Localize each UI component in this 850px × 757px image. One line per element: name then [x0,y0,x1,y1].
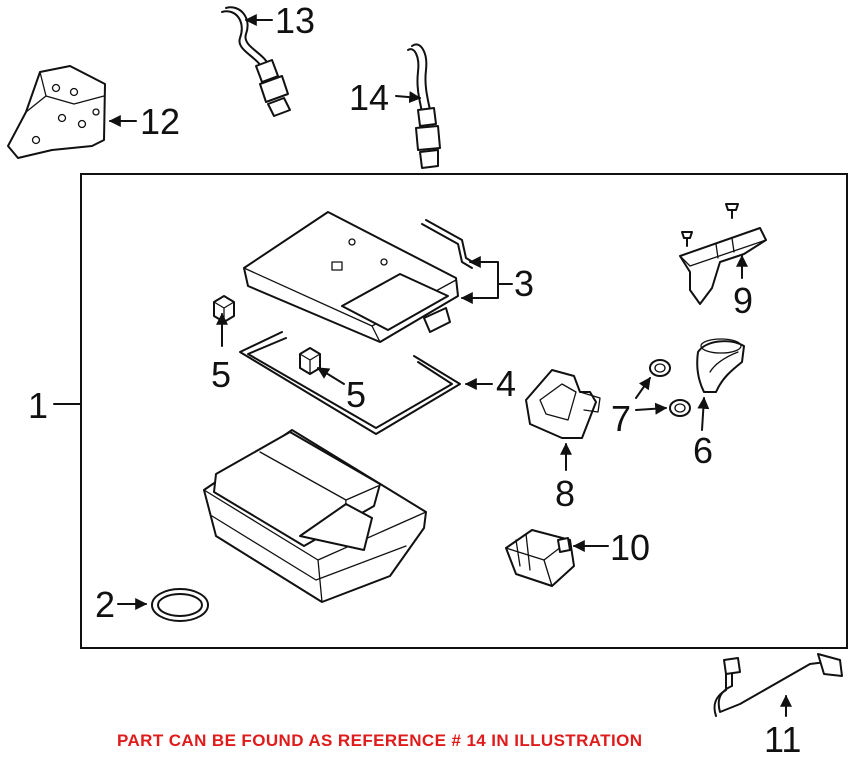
callout-3: 3 [514,263,534,304]
part-4-gasket [239,331,461,435]
part-3-cover [243,211,477,343]
callout-8: 8 [555,473,575,514]
part-6-hose [696,338,745,393]
callout-1: 1 [28,385,48,426]
leader-lines [53,14,792,717]
part-5a-clip [213,295,235,323]
part-5b-clip [299,347,321,375]
assembly-frame [80,173,848,649]
callout-5a: 5 [211,354,231,395]
part-7-clamps [649,359,691,417]
part-8-valve [525,369,601,439]
part-14-sensor [407,43,441,169]
part-12-bracket [7,65,106,159]
part-11-pipe [713,653,843,717]
callout-13: 13 [275,0,315,41]
callout-6: 6 [693,430,713,471]
callout-12: 12 [140,101,180,142]
callout-11: 11 [764,719,801,757]
part-13-sensor [221,6,291,117]
callout-7: 7 [611,398,631,439]
part-10-module [505,529,575,587]
callout-14: 14 [349,77,389,118]
part-1-housing [203,429,427,603]
callout-9: 9 [733,280,753,321]
part-2-ring [151,588,209,622]
part-9-bracket [679,203,767,305]
callout-2: 2 [95,584,115,625]
callout-10: 10 [610,527,650,568]
callout-5b: 5 [346,374,366,415]
callout-4: 4 [496,363,516,404]
reference-note: PART CAN BE FOUND AS REFERENCE # 14 IN I… [117,731,643,750]
